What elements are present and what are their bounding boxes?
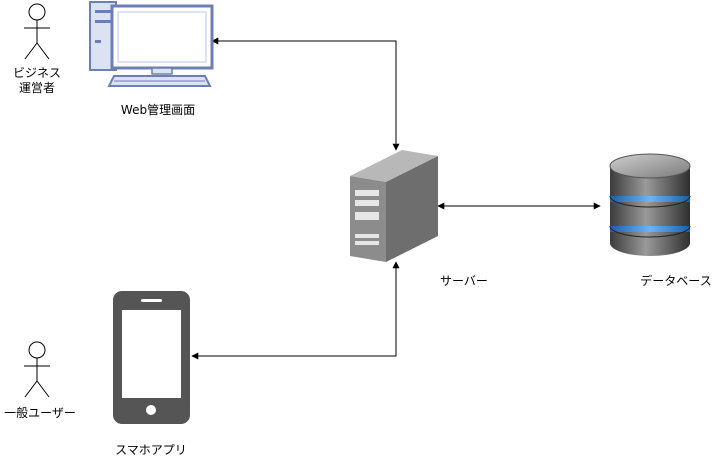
web-admin-label: Web管理画面 — [120, 103, 196, 117]
server-label: サーバー — [440, 274, 488, 288]
business-operator-label-line2: 運営者 — [18, 81, 55, 95]
business-operator-label-line1: ビジネス — [12, 66, 61, 80]
general-user-label: 一般ユーザー — [4, 406, 76, 420]
general-user-actor-icon — [24, 341, 50, 398]
server-tower-icon — [350, 150, 438, 262]
business-operator-actor-icon — [24, 3, 50, 60]
business-operator-label: ビジネス 運営者 — [7, 66, 67, 96]
connector-server-smartphone — [191, 261, 400, 360]
database-label: データベース — [640, 274, 712, 288]
smartphone-app-label: スマホアプリ — [115, 443, 187, 457]
database-icon — [609, 153, 691, 256]
smartphone-icon — [113, 291, 190, 424]
desktop-computer-icon — [89, 1, 214, 87]
connector-server-web — [211, 37, 400, 151]
